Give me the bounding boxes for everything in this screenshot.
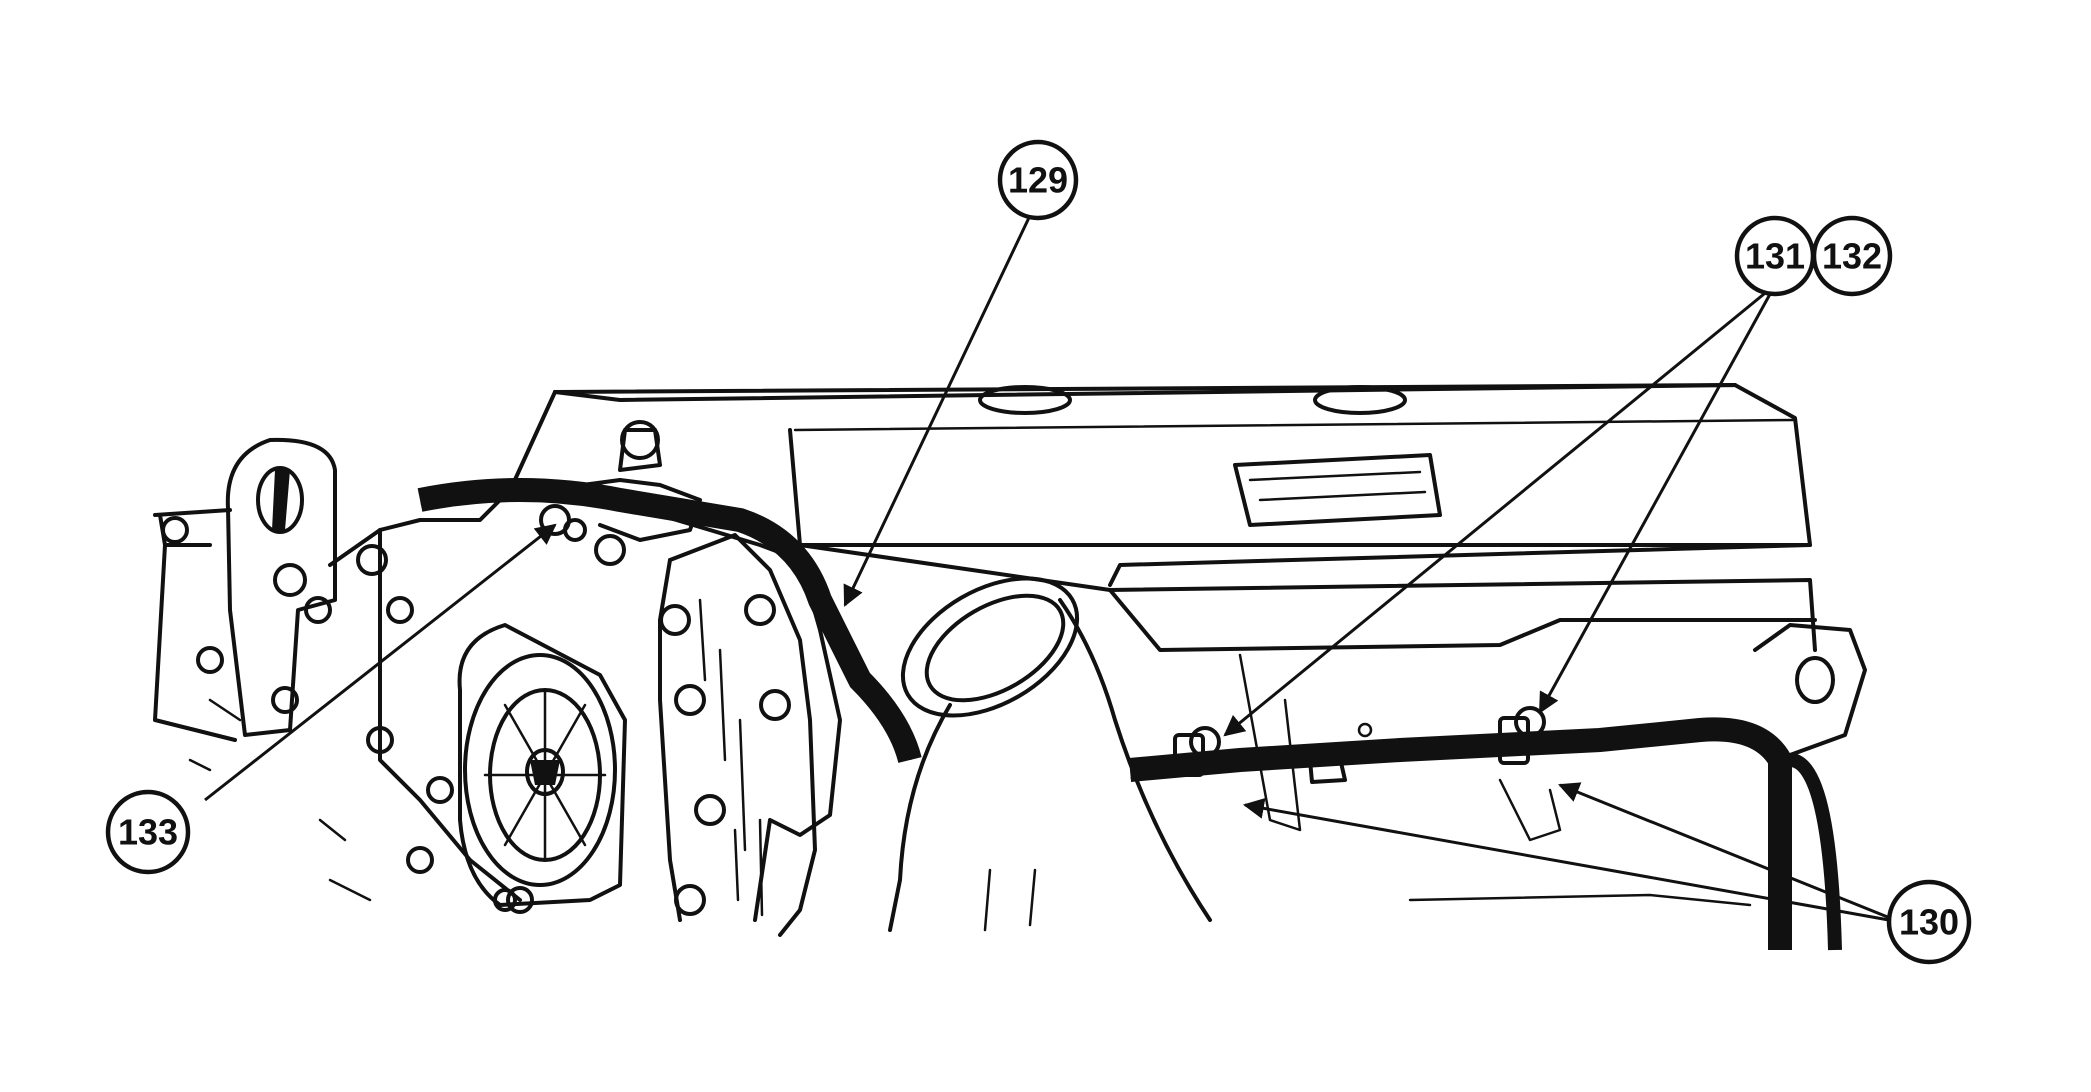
leader-lines: [204, 204, 1901, 924]
callout-131: 131: [1734, 215, 1816, 297]
harness-clamp-icon: [1173, 706, 1546, 784]
callout-label: 130: [1899, 902, 1959, 943]
callout-label: 132: [1822, 236, 1882, 277]
callout-132: 132: [1811, 215, 1893, 297]
callout-label: 133: [118, 812, 178, 853]
callout-133: 133: [105, 789, 191, 875]
wiring-harness-icon: [417, 478, 1842, 951]
callout-130: 130: [1886, 879, 1972, 965]
callout-label: 131: [1745, 236, 1805, 277]
callout-label: 129: [1008, 160, 1068, 201]
callout-129: 129: [997, 139, 1079, 221]
exhaust-pipe-icon: [888, 576, 1212, 932]
